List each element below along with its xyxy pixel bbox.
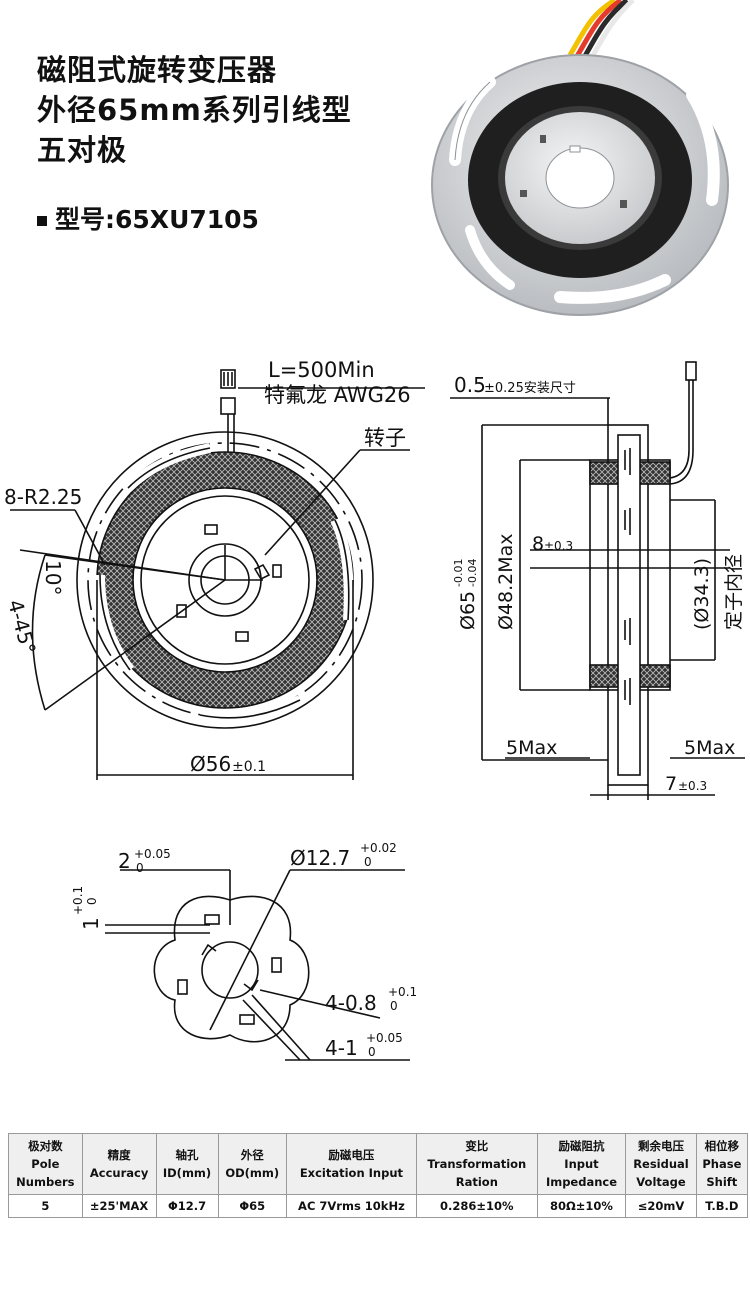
stator-id-label: (Ø34.3) [691, 558, 713, 630]
mount-gap-tol: ±0.25安装尺寸 [484, 381, 576, 396]
slot-radius-label: 8-R2.25 [4, 485, 82, 509]
key-depth-tol-low: 0 [85, 897, 99, 905]
lead-length-label: L=500Min [268, 358, 375, 382]
cell-id: Φ12.7 [155, 1194, 219, 1218]
key-width-label: 2 [118, 849, 131, 873]
cell-residual-voltage: ≤20mV [625, 1194, 697, 1218]
max-left-label: 5Max [506, 737, 557, 759]
product-title: 磁阻式旋转变压器 外径65mm系列引线型 五对极 [37, 50, 352, 170]
angle-10-label: 10° [41, 560, 65, 595]
cell-accuracy: ±25'MAX [81, 1194, 157, 1218]
cell-excitation-input: AC 7Vrms 10kHz [285, 1194, 417, 1218]
thickness-8-tol: ±0.3 [544, 539, 573, 553]
height-7-tol: ±0.3 [678, 779, 707, 793]
rotor-label: 转子 [364, 426, 406, 450]
hole-08-label: 4-0.8 [325, 991, 377, 1015]
bullet-square-icon [37, 216, 47, 226]
hole-08-tol-up: +0.1 [388, 985, 417, 999]
bore-tol-low: 0 [364, 855, 372, 869]
bore-tol-up: +0.02 [360, 841, 397, 855]
key-depth-label: 1 [79, 917, 103, 930]
cell-transformation-ratio: 0.286±10% [415, 1194, 538, 1218]
stator-id-cn-label: 定子内径 [723, 554, 745, 630]
product-photo [431, 0, 729, 316]
key-depth-tol-up: +0.1 [71, 886, 85, 915]
key-width-tol-low: 0 [136, 861, 144, 875]
front-view-drawing: L=500Min 特氟龙 AWG26 转子 8-R2.25 10° 4-45° … [3, 358, 425, 780]
hole-08-tol-low: 0 [390, 999, 398, 1013]
max-right-label: 5Max [684, 737, 735, 759]
title-line-1: 磁阻式旋转变压器 [37, 53, 278, 87]
cell-input-impedance: 80Ω±10% [536, 1194, 627, 1218]
cell-od: Φ65 [217, 1194, 287, 1218]
table-row: 5 ±25'MAX Φ12.7 Φ65 AC 7Vrms 10kHz 0.286… [8, 1194, 749, 1218]
lead-wire-label: 特氟龙 AWG26 [264, 383, 411, 407]
dia-56-tol: ±0.1 [232, 759, 266, 775]
height-7-label: 7 [665, 773, 677, 795]
hole-1-tol-low: 0 [368, 1045, 376, 1059]
od-label: Ø65 [457, 591, 479, 630]
hub-detail-drawing: 2 +0.05 0 1 +0.1 0 Ø12.7 +0.02 0 4-0.8 +… [71, 841, 417, 1061]
dia-48-label: Ø48.2Max [495, 533, 517, 630]
title-line-2: 外径65mm系列引线型 [37, 93, 352, 127]
model-label: 型号:65XU7105 [55, 205, 259, 234]
od-tol-up: -0.01 [452, 559, 465, 587]
model-number: 型号:65XU7105 [37, 200, 259, 236]
title-line-3: 五对极 [37, 133, 128, 167]
angle-45-label: 4-45° [3, 597, 41, 657]
hole-1-tol-up: +0.05 [366, 1031, 403, 1045]
side-view-drawing: 0.5 ±0.25安装尺寸 Ø65 -0.01 -0.04 Ø48.2Max 8… [450, 361, 745, 800]
mount-gap-label: 0.5 [454, 373, 486, 397]
dia-56-label: Ø56 [190, 752, 231, 776]
od-tol-low: -0.04 [466, 559, 479, 587]
key-width-tol-up: +0.05 [134, 847, 171, 861]
bore-label: Ø12.7 [290, 846, 350, 870]
thickness-8-label: 8 [532, 533, 544, 555]
hole-1-label: 4-1 [325, 1036, 358, 1060]
cell-phase-shift: T.B.D [695, 1194, 749, 1218]
cell-pole-numbers: 5 [8, 1194, 83, 1218]
